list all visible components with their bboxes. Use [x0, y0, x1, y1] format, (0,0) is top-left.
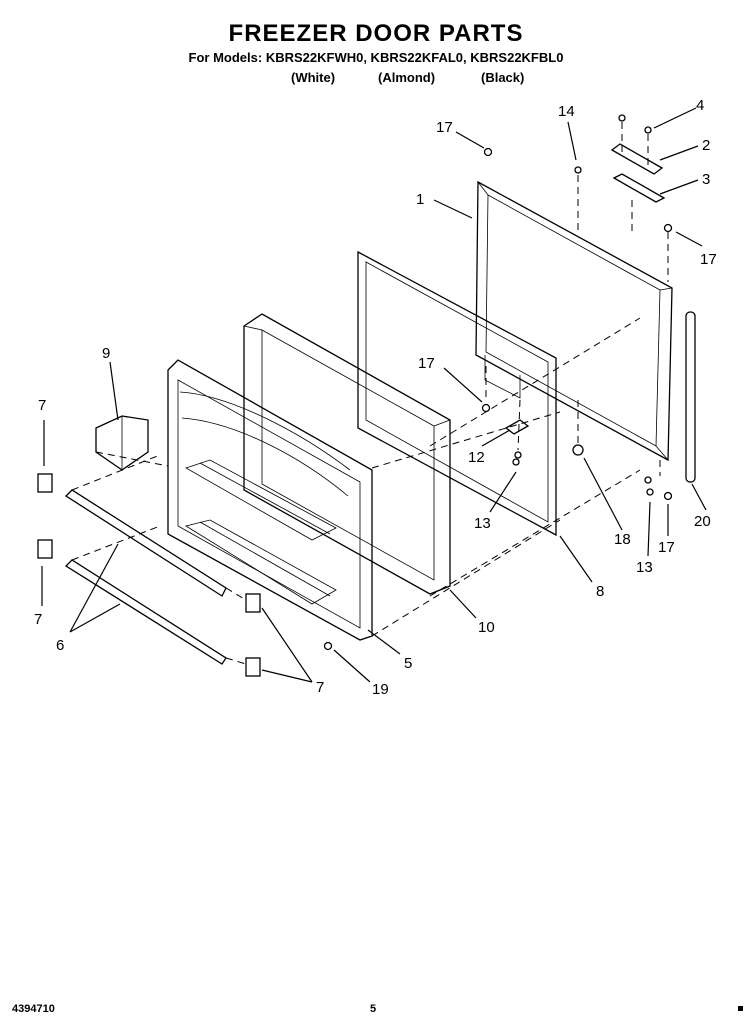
alignment-lines: [71, 122, 669, 665]
callout-7-top: 7: [38, 397, 46, 414]
callout-17-bottom: 17: [658, 539, 675, 556]
callout-7-left: 7: [34, 611, 42, 628]
part-door-shell: [243, 313, 451, 595]
callout-13-left: 13: [474, 515, 491, 532]
callout-17-mid: 17: [418, 355, 435, 372]
model-list: For Models: KBRS22KFWH0, KBRS22KFAL0, KB…: [188, 50, 564, 65]
page-number: 5: [370, 1003, 377, 1015]
callout-13-right: 13: [636, 559, 653, 576]
callout-2: 2: [702, 137, 710, 154]
color-almond: (Almond): [378, 70, 436, 85]
doc-number: 4394710: [12, 1003, 55, 1015]
callout-7-right: 7: [316, 679, 324, 696]
callout-3: 3: [702, 171, 710, 188]
part-inner-door-panel: [167, 359, 373, 641]
callout-17-right: 17: [700, 251, 717, 268]
part-hinge-covers: [610, 143, 666, 203]
part-door-gasket: [357, 250, 557, 537]
callout-12: 12: [468, 449, 485, 466]
callout-8: 8: [596, 583, 604, 600]
callout-4: 4: [696, 97, 704, 114]
callout-1: 1: [416, 191, 424, 208]
callout-6: 6: [56, 637, 64, 654]
part-fasteners: [323, 114, 673, 651]
callout-17-top: 17: [436, 119, 453, 136]
callout-labels: 1 2 3 4 5 6 7 7 7 8 9 10 12 13 13 14 17 …: [34, 97, 717, 698]
callout-14: 14: [558, 103, 575, 120]
callout-10: 10: [478, 619, 495, 636]
part-trim-strips: [64, 489, 227, 665]
part-handle-rod: [685, 311, 696, 483]
callout-20: 20: [694, 513, 711, 530]
callout-18: 18: [614, 531, 631, 548]
corner-mark: [738, 1006, 743, 1011]
color-white: (White): [291, 70, 336, 85]
page-title: FREEZER DOOR PARTS: [228, 20, 524, 47]
color-black: (Black): [481, 70, 525, 85]
callout-19: 19: [372, 681, 389, 698]
part-handle-bracket: [95, 415, 149, 471]
part-door-liner-frame: [475, 180, 673, 462]
part-end-caps: [37, 473, 261, 677]
leader-lines: [41, 107, 707, 683]
callout-5: 5: [404, 655, 412, 672]
callout-9: 9: [102, 345, 110, 362]
